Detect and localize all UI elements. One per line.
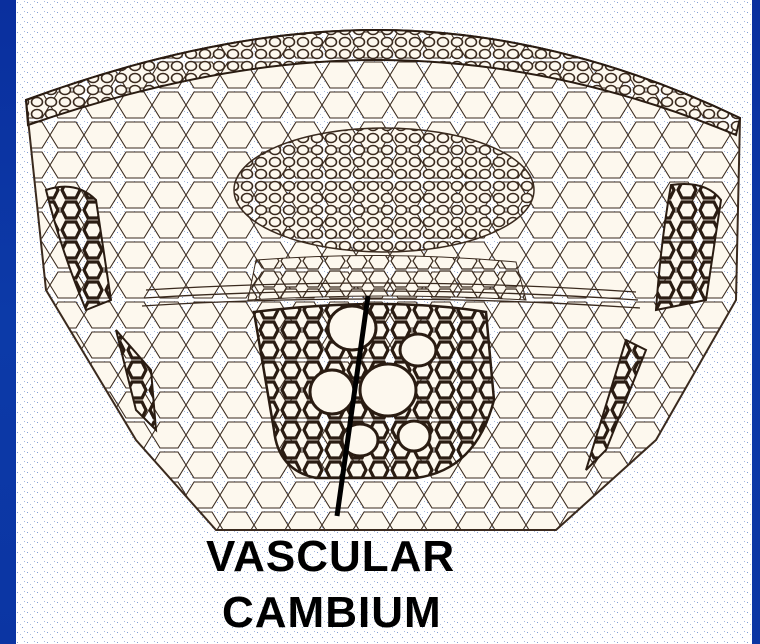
figure-panel: VASCULAR CAMBIUM xyxy=(16,0,752,644)
phloem-fiber-cap xyxy=(234,128,534,252)
label-cambium: CAMBIUM xyxy=(222,588,442,638)
label-vascular: VASCULAR xyxy=(206,532,455,582)
phloem-zone xyxy=(248,255,526,300)
